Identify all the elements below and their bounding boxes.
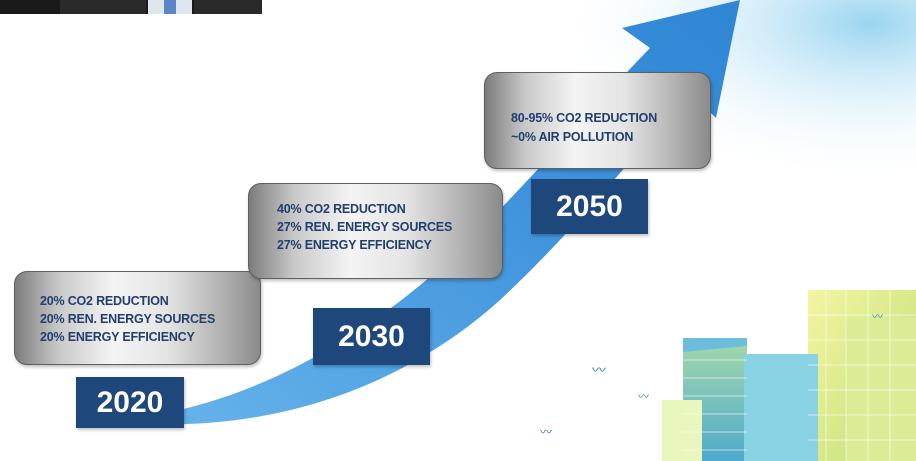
year-2050-badge: 2050: [531, 179, 648, 234]
stage-2020-targets: 20% CO2 REDUCTION 20% REN. ENERGY SOURCE…: [14, 271, 261, 365]
target-line: 20% REN. ENERGY SOURCES: [40, 312, 216, 326]
target-line: 40% CO2 REDUCTION: [277, 202, 406, 216]
target-line: 80-95% CO2 REDUCTION: [511, 111, 658, 125]
bird-icon: 〰: [592, 363, 606, 379]
photo-tie: [164, 0, 176, 14]
presenter-photo: [0, 0, 262, 14]
photo-jacket-right: [194, 0, 262, 14]
year-2030-badge: 2030: [313, 308, 430, 365]
photo-jacket-left: [60, 0, 146, 14]
year-2020-badge: 2020: [76, 377, 184, 428]
bird-icon: 〰: [872, 310, 883, 323]
stage-2030-targets: 40% CO2 REDUCTION 27% REN. ENERGY SOURCE…: [248, 183, 503, 279]
stage-2050-targets: 80-95% CO2 REDUCTION ~0% AIR POLLUTION: [484, 72, 711, 169]
target-line: 27% ENERGY EFFICIENCY: [277, 238, 432, 252]
target-line: 20% CO2 REDUCTION: [40, 294, 169, 308]
buildings-illustration: [662, 290, 916, 461]
bird-icon: 〰: [540, 425, 553, 439]
bird-icon: 〰: [638, 390, 649, 403]
target-line: 27% REN. ENERGY SOURCES: [277, 220, 453, 234]
target-line: ~0% AIR POLLUTION: [511, 130, 634, 144]
target-line: 20% ENERGY EFFICIENCY: [40, 330, 195, 344]
